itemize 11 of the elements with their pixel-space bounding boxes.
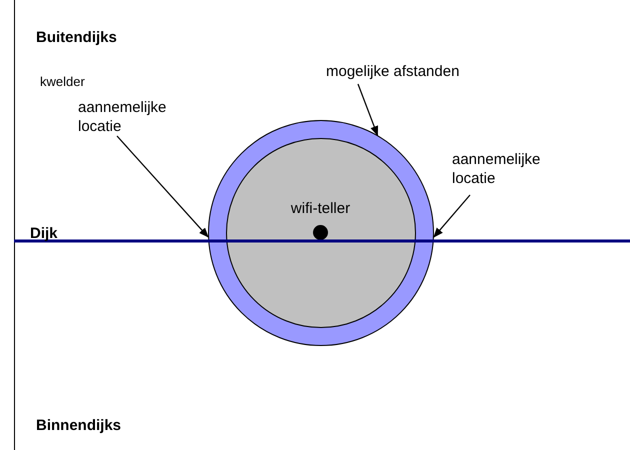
callout-text: aannemelijke locatie [78, 98, 188, 136]
leader-arrow [116, 136, 209, 238]
region-label: Binnendijks [36, 416, 122, 435]
region-label: Buitendijks [36, 28, 117, 47]
dike-label: Dijk [30, 224, 58, 243]
leader-arrow [433, 194, 470, 238]
callout-text: mogelijke afstanden [326, 62, 486, 81]
node-label: wifi-teller [290, 198, 352, 218]
callout-text: aannemelijke locatie [452, 150, 562, 188]
area-label: kwelder [40, 73, 85, 91]
leader-arrow [357, 84, 378, 136]
